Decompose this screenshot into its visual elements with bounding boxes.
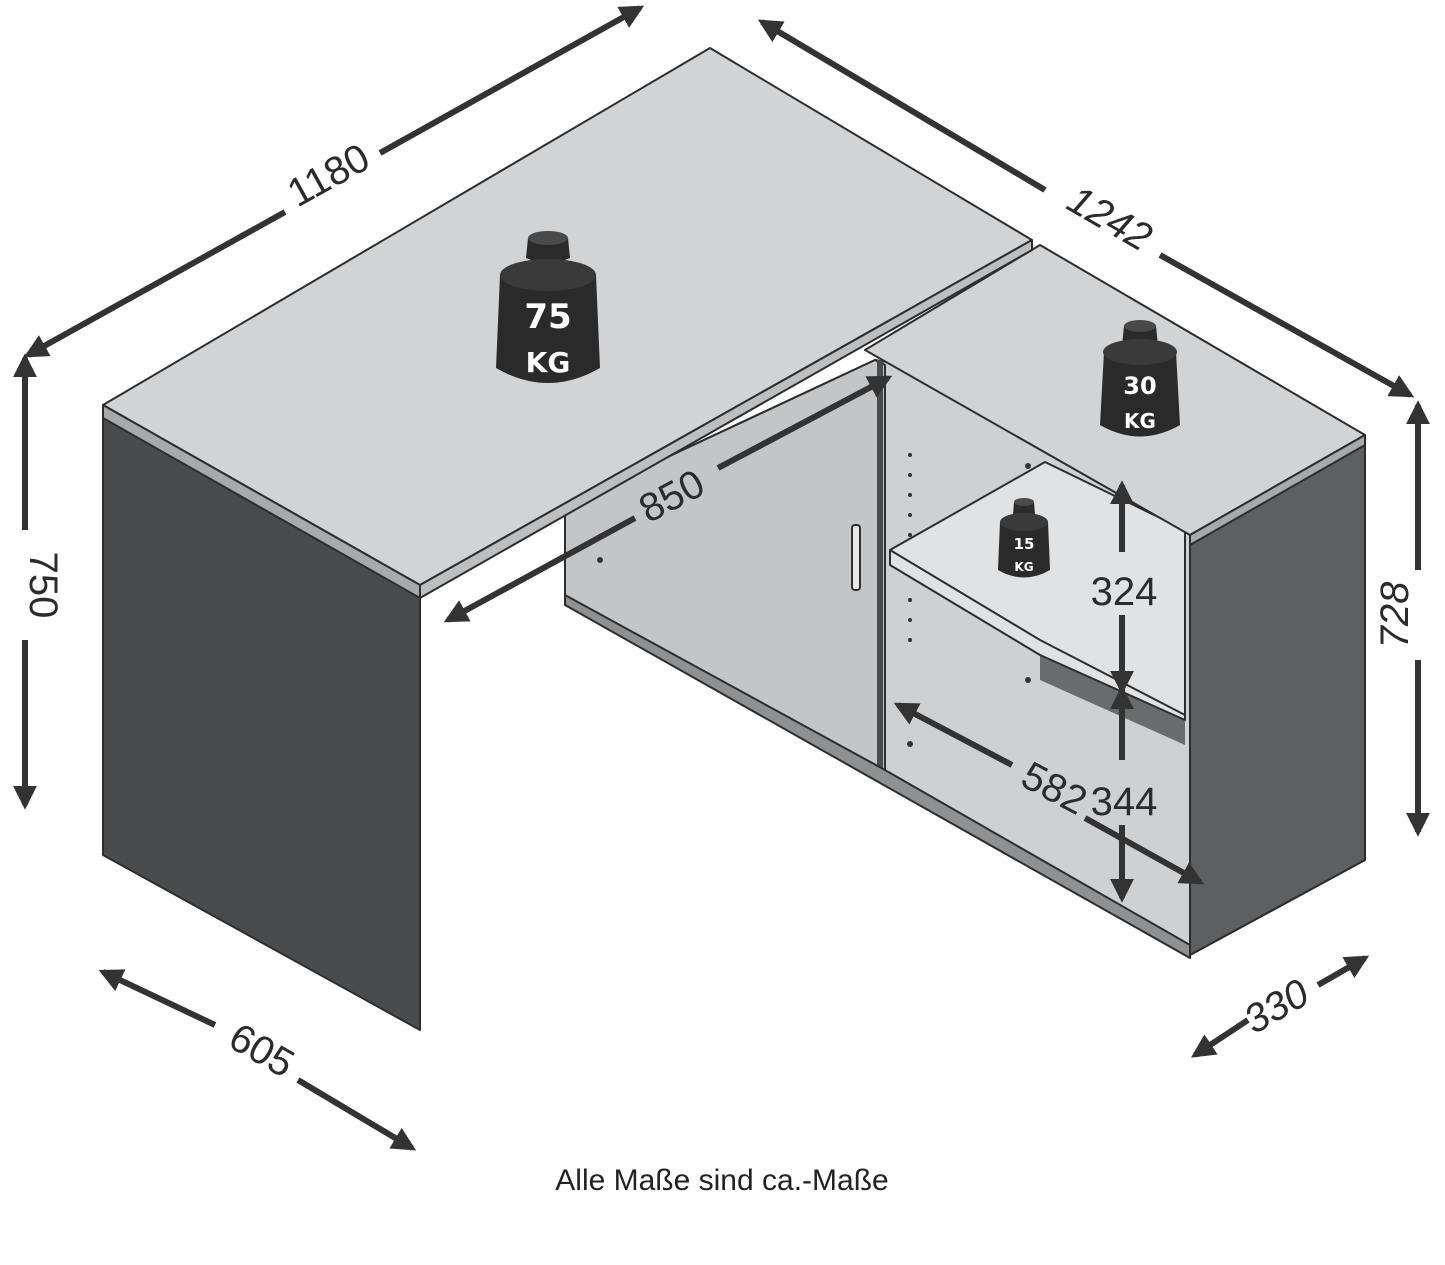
- label-lower-compartment-height: 344: [1091, 780, 1158, 824]
- arrow-850-left: [443, 515, 637, 623]
- label-desk-height: 750: [21, 552, 65, 619]
- cabinet-door: [564, 359, 886, 771]
- weight-unit-75: KG: [526, 346, 571, 379]
- arrow-582-right: [1083, 815, 1205, 885]
- arrow-1242-left: [757, 19, 1047, 193]
- label-upper-compartment-height: 324: [1091, 570, 1158, 614]
- weight-icon-desk-top: 75 KG: [496, 231, 600, 383]
- door-handle: [851, 524, 861, 591]
- weight-value-75: 75: [524, 297, 571, 337]
- weight-value-30: 30: [1123, 372, 1156, 400]
- cabinet-shelf: [889, 461, 1186, 721]
- label-desk-width: 1180: [280, 136, 377, 216]
- arrow-330-right: [1316, 955, 1370, 988]
- arrow-1180-left: [23, 209, 287, 358]
- weight-unit-15: KG: [1014, 560, 1033, 574]
- arrow-1180-right: [378, 5, 645, 156]
- arrow-330-left: [1190, 1017, 1250, 1058]
- caption-approx-dimensions: Alle Maße sind ca.-Maße: [555, 1164, 888, 1197]
- label-cabinet-height: 728: [1373, 581, 1417, 648]
- weight-unit-30: KG: [1124, 409, 1156, 433]
- arrow-605-right: [296, 1077, 417, 1151]
- label-total-width: 1242: [1060, 177, 1159, 260]
- weight-icon-shelf: 15 KG: [998, 498, 1050, 578]
- arrow-850-right: [716, 375, 893, 471]
- label-desk-depth: 605: [222, 1015, 302, 1086]
- desk-top-edge-right: [419, 239, 1033, 599]
- cabinet-top-edge: [1189, 434, 1366, 546]
- arrow-582-left: [893, 702, 1014, 768]
- weight-value-15: 15: [1014, 535, 1035, 553]
- arrow-1242-right: [1158, 252, 1415, 398]
- label-cabinet-depth: 330: [1237, 971, 1317, 1042]
- dimension-arrows: [12, 5, 1430, 1151]
- weight-icon-cabinet-top: 30 KG: [1100, 320, 1180, 437]
- arrow-605-left: [98, 969, 217, 1028]
- shelf-holes: [597, 453, 1031, 747]
